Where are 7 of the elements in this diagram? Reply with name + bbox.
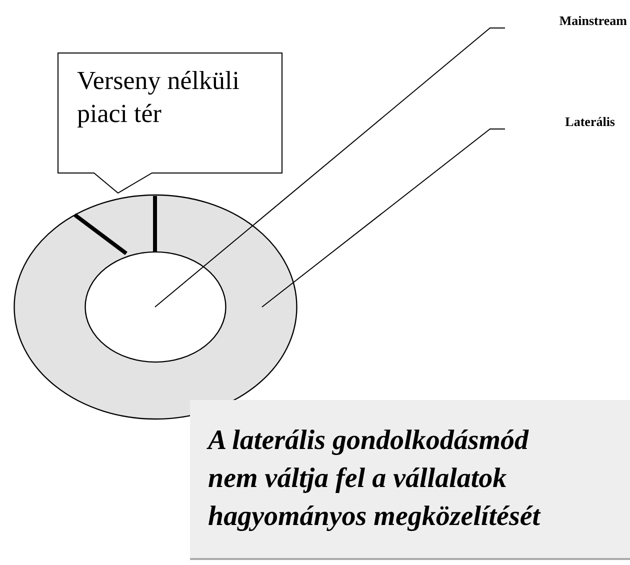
category-label: Laterális <box>565 113 615 131</box>
category-label: Mainstream <box>559 12 627 30</box>
leader-line <box>154 28 506 308</box>
note-panel <box>190 400 630 560</box>
callout-text: Verseny nélküli piaci tér <box>77 65 240 130</box>
note-text: A laterális gondolkodásmód nem váltja fel a vállalatok hagyományos megközelítését <box>208 424 542 534</box>
leader-line <box>262 128 506 308</box>
